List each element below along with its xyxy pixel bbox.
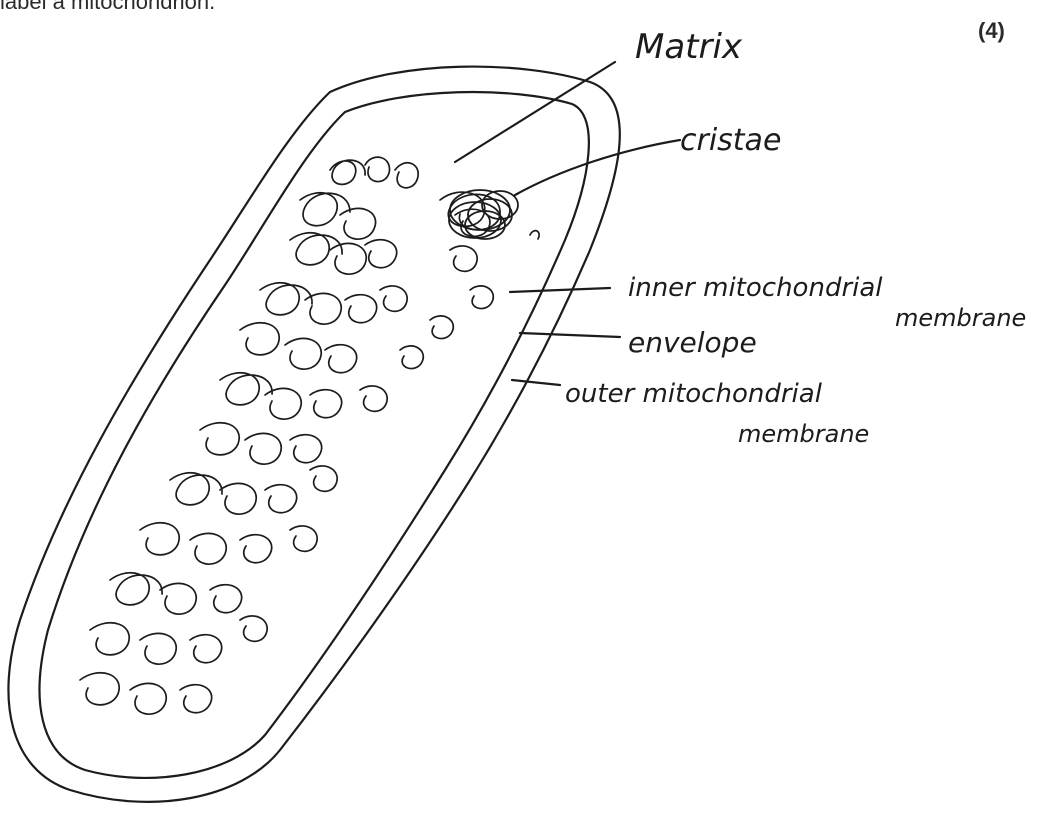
label-outer-membrane-line2: membrane xyxy=(738,420,869,448)
label-matrix: Matrix xyxy=(635,27,743,67)
inner-membrane-leader-line xyxy=(510,288,610,292)
outer-membrane-leader-line xyxy=(512,380,560,385)
label-inner-membrane-line2: membrane xyxy=(895,304,1026,332)
label-cristae: cristae xyxy=(680,123,781,158)
envelope-leader-line xyxy=(520,333,620,337)
label-inner-membrane-line1: inner mitochondrial xyxy=(628,273,883,303)
label-outer-membrane-line1: outer mitochondrial xyxy=(565,379,823,409)
label-envelope: envelope xyxy=(628,326,757,359)
cristae-leader-line xyxy=(515,140,680,195)
outer-membrane-outline xyxy=(8,67,619,802)
cristae-scribbles xyxy=(80,157,539,714)
matrix-leader-line xyxy=(455,62,615,162)
inner-membrane-outline xyxy=(40,92,589,778)
